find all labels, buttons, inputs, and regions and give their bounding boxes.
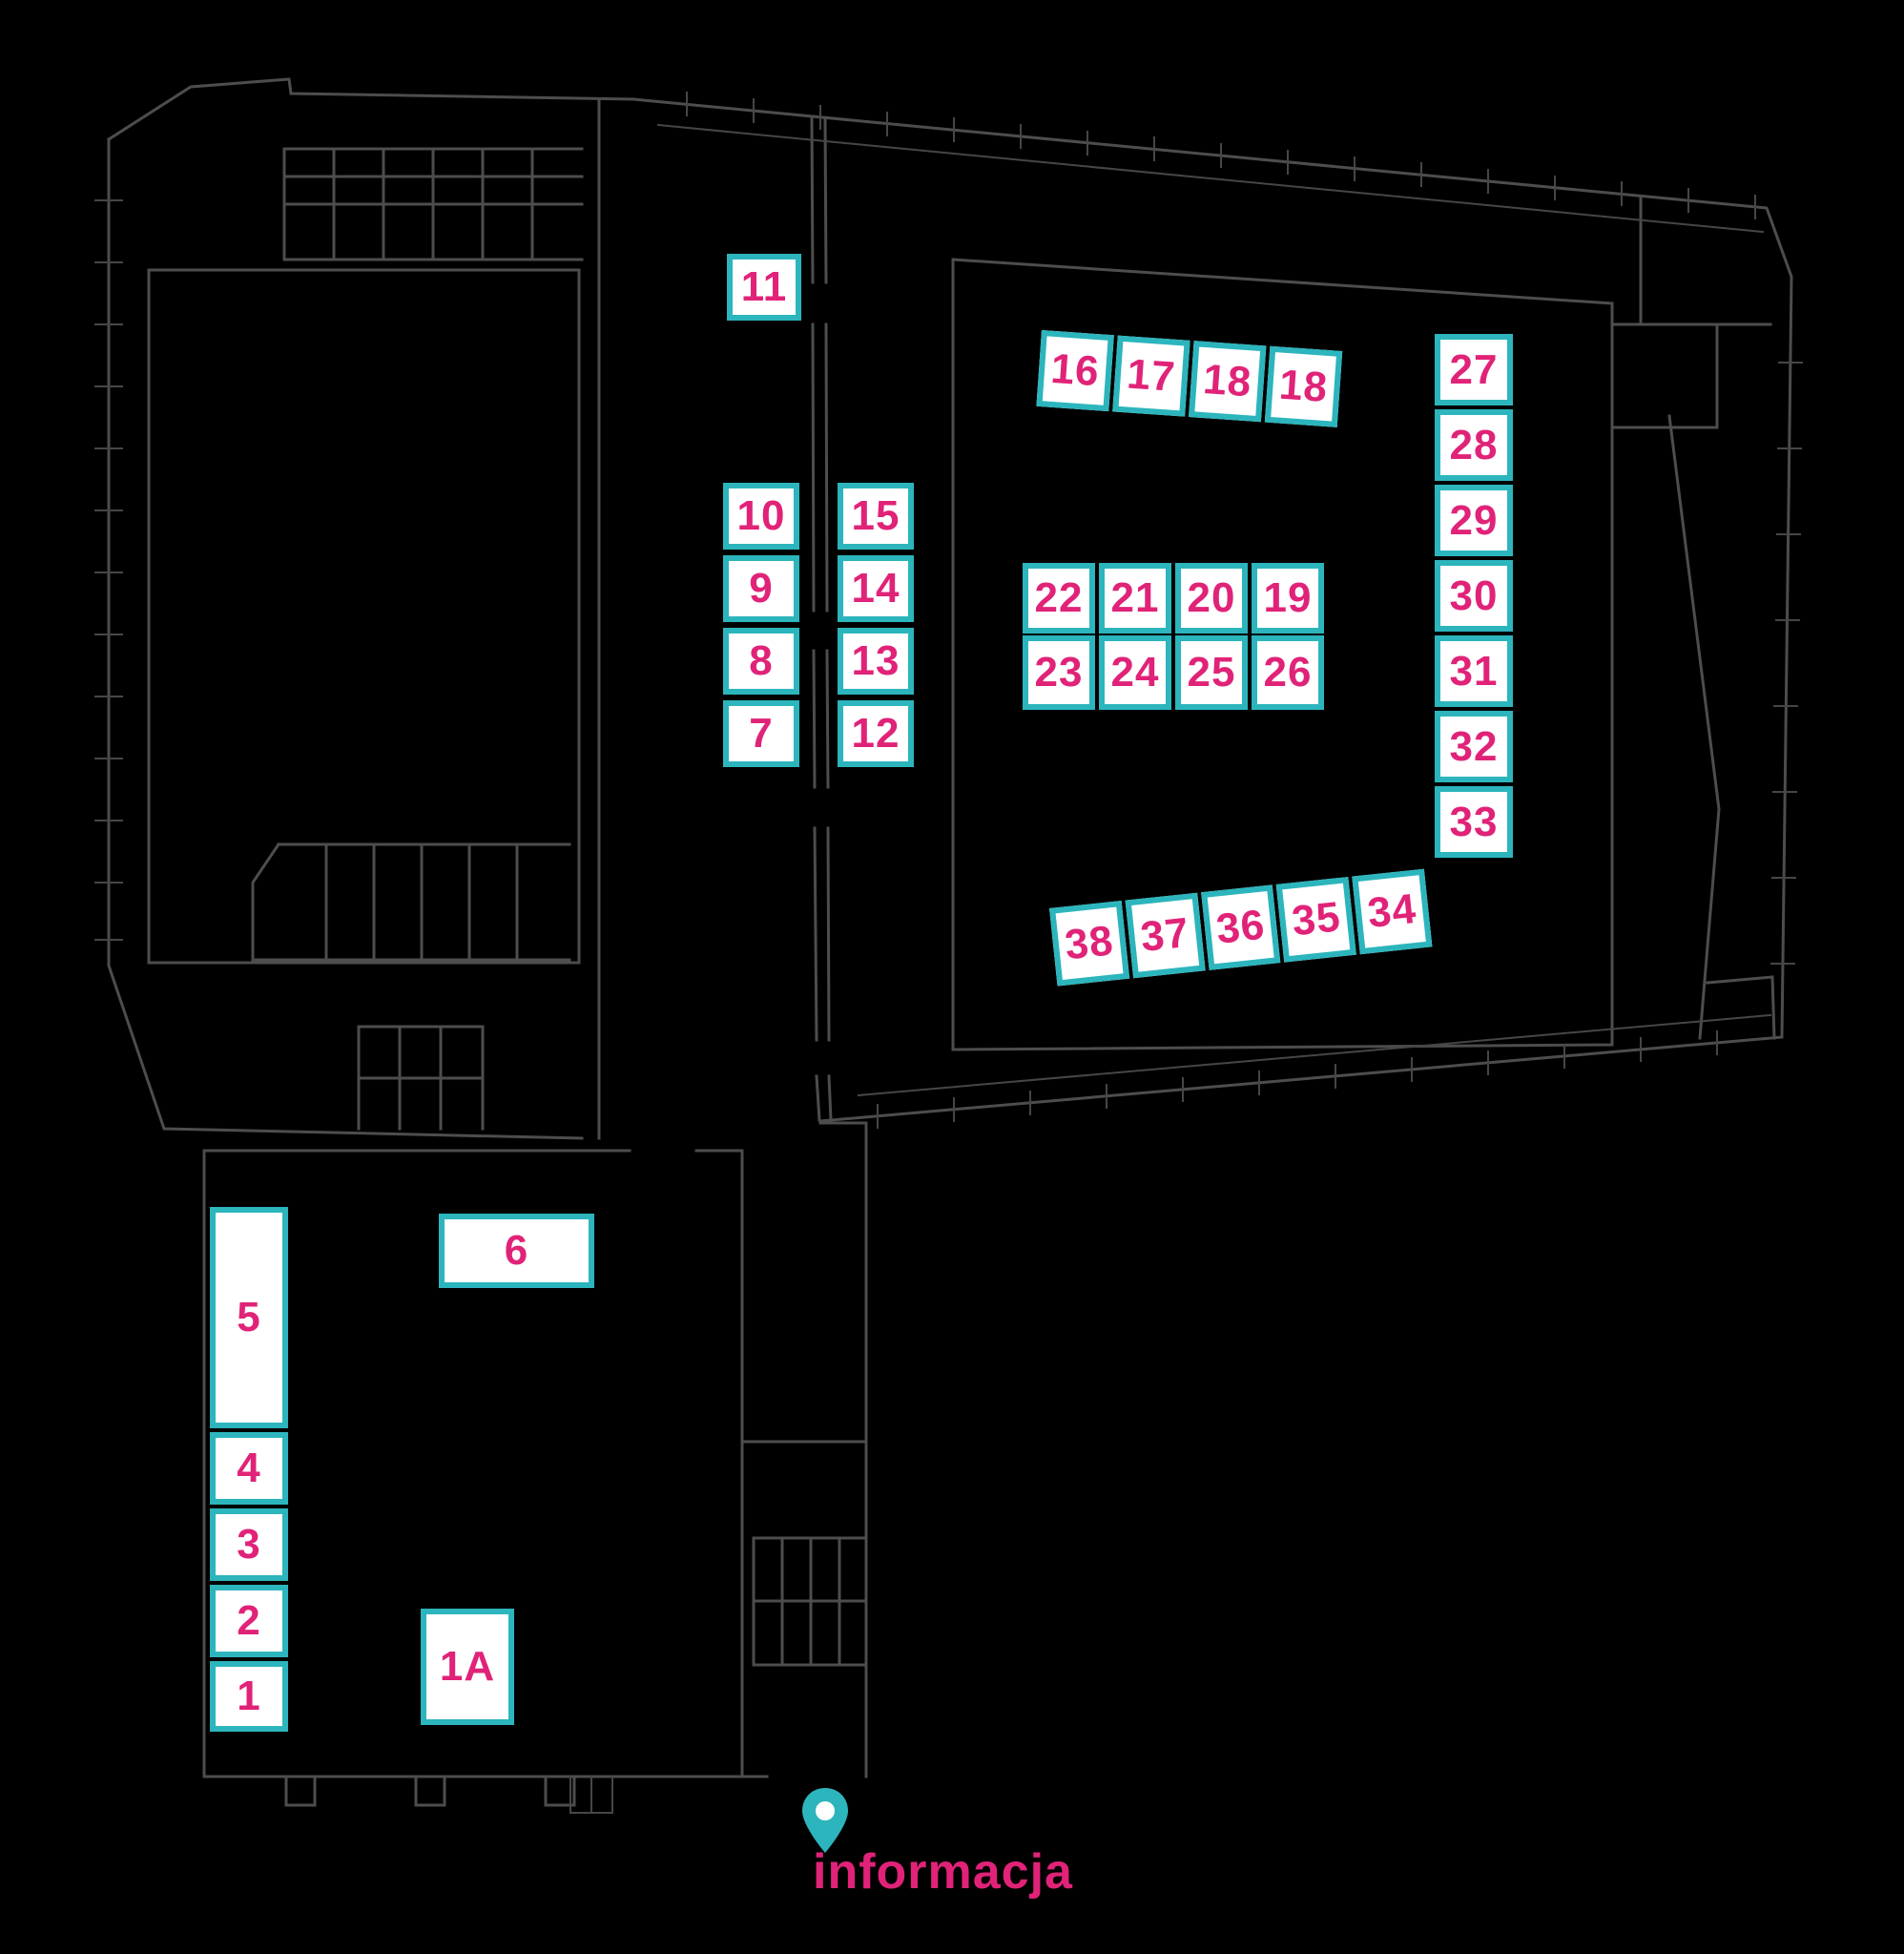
corridor-booth-column: 10 9 8 7: [723, 483, 799, 767]
booth-34[interactable]: 34: [1352, 868, 1433, 955]
booth-15[interactable]: 15: [838, 483, 914, 550]
main-hall-outline: [631, 97, 1793, 1123]
booth-1a[interactable]: 1A: [421, 1609, 514, 1725]
booth-29[interactable]: 29: [1435, 485, 1513, 556]
booth-20[interactable]: 20: [1175, 563, 1248, 634]
booth-26[interactable]: 26: [1252, 635, 1324, 710]
left-edge-ticks: [94, 199, 123, 941]
top-rooms-grid: [282, 147, 584, 261]
right-edge-ticks: [1770, 362, 1803, 965]
bottom-edge-ticks: [877, 1030, 1718, 1129]
booth-13[interactable]: 13: [838, 628, 914, 695]
left-building-outline: [106, 77, 635, 142]
booth-31[interactable]: 31: [1435, 635, 1513, 707]
booth-18-a[interactable]: 18: [1189, 341, 1267, 423]
booth-32[interactable]: 32: [1435, 711, 1513, 782]
booth-18-b[interactable]: 18: [1264, 345, 1343, 427]
informacja-label: informacja: [813, 1844, 1073, 1900]
location-pin-icon[interactable]: [799, 1786, 851, 1855]
booth-23[interactable]: 23: [1023, 635, 1095, 710]
booth-30[interactable]: 30: [1435, 560, 1513, 632]
booth-37[interactable]: 37: [1125, 892, 1206, 979]
booth-22[interactable]: 22: [1023, 563, 1095, 634]
booth-25[interactable]: 25: [1175, 635, 1248, 710]
booth-24[interactable]: 24: [1099, 635, 1171, 710]
booth-19[interactable]: 19: [1252, 563, 1324, 634]
stairwell-block: [752, 1536, 868, 1667]
right-booth-column: 27 28 29 30 31 32 33: [1435, 334, 1513, 858]
center-lower-booth-row: 23 24 25 26: [1023, 635, 1324, 710]
booth-17[interactable]: 17: [1112, 335, 1190, 417]
booth-36[interactable]: 36: [1200, 884, 1281, 970]
booth-27[interactable]: 27: [1435, 334, 1513, 405]
booth-11[interactable]: 11: [727, 254, 801, 321]
lower-wing-outline: [202, 1149, 769, 1778]
booth-12[interactable]: 12: [838, 700, 914, 767]
booth-4[interactable]: 4: [210, 1432, 288, 1505]
booth-35[interactable]: 35: [1276, 877, 1357, 963]
booth-10[interactable]: 10: [723, 483, 799, 550]
booth-38[interactable]: 38: [1049, 901, 1129, 987]
booth-21[interactable]: 21: [1099, 563, 1171, 634]
booth-2[interactable]: 2: [210, 1585, 288, 1657]
left-building-inner-room: [147, 268, 581, 965]
booth-33[interactable]: 33: [1435, 786, 1513, 858]
top-edge-ticks: [686, 92, 1756, 219]
booth-7[interactable]: 7: [723, 700, 799, 767]
booth-28[interactable]: 28: [1435, 409, 1513, 481]
center-upper-booth-row: 22 21 20 19: [1023, 563, 1324, 634]
booth-3[interactable]: 3: [210, 1508, 288, 1581]
booth-6[interactable]: 6: [439, 1214, 594, 1288]
stairs-block: [251, 842, 571, 962]
booth-1[interactable]: 1: [210, 1661, 288, 1732]
booth-8[interactable]: 8: [723, 628, 799, 695]
booth-16[interactable]: 16: [1036, 330, 1114, 412]
hall-booth-column: 15 14 13 12: [838, 483, 914, 767]
booth-9[interactable]: 9: [723, 555, 799, 622]
booth-5[interactable]: 5: [210, 1207, 288, 1428]
booth-14[interactable]: 14: [838, 555, 914, 622]
hall-interior-walls: [951, 258, 1614, 1051]
